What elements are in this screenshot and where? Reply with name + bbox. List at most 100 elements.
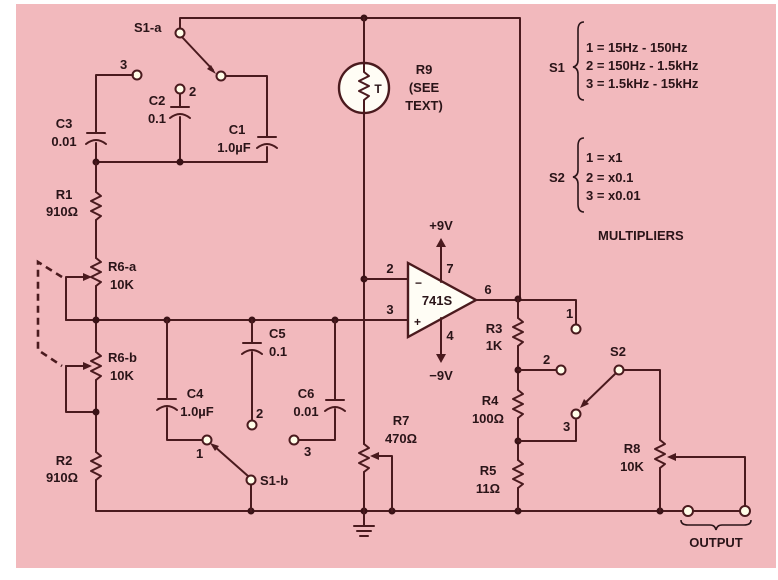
r8-value: 10K: [620, 459, 644, 474]
output-terminal-ground[interactable]: [682, 505, 694, 517]
r4-name: R4: [482, 393, 499, 408]
r1-value: 910Ω: [46, 204, 78, 219]
r4-value: 100Ω: [472, 411, 504, 426]
legend-s2-brace: [572, 137, 585, 213]
r9-note-1: (SEE: [409, 80, 440, 95]
potentiometer-r6b: R6-b 10K: [65, 350, 137, 413]
opamp-741s: − + 741S 2 3 6 7 4 +9V −9V: [386, 218, 491, 383]
c6-name: C6: [298, 386, 315, 401]
c5-name: C5: [269, 326, 286, 341]
legend-s1: S1 1 = 15Hz - 150Hz 2 = 150Hz - 1.5kHz 3…: [549, 21, 699, 101]
r2-value: 910Ω: [46, 470, 78, 485]
s1b-pos1-label: 1: [196, 446, 203, 461]
s1b-terminal-2: [246, 419, 258, 431]
c3-value: 0.01: [51, 134, 76, 149]
wire: [95, 74, 134, 134]
wire: [517, 419, 577, 442]
wire: [225, 75, 268, 138]
pin-7-label: 7: [446, 261, 453, 276]
output-terminal-signal[interactable]: [739, 505, 751, 517]
r6a-value: 10K: [110, 277, 134, 292]
c1-value: 1.0µF: [217, 140, 251, 155]
legend-s2-item-3: 3 = x0.01: [586, 188, 641, 203]
output-terminals: OUTPUT: [680, 505, 752, 550]
thermistor-t-symbol: T: [374, 82, 382, 96]
r9-name: R9: [416, 62, 433, 77]
s1b-label: S1-b: [260, 473, 288, 488]
legend-s2: S2 1 = x1 2 = x0.1 3 = x0.01 MULTIPLIERS: [549, 137, 684, 243]
opamp-plus-sign: +: [414, 315, 421, 329]
output-brace: [680, 519, 752, 531]
output-label: OUTPUT: [689, 535, 743, 550]
legend-s1-brace: [572, 21, 585, 101]
s2-pos2-label: 2: [543, 352, 550, 367]
c1-name: C1: [229, 122, 246, 137]
legend-s2-name: S2: [549, 170, 565, 185]
legend-s1-item-1: 1 = 15Hz - 150Hz: [586, 40, 688, 55]
vneg-label: −9V: [429, 368, 453, 383]
pin-6-label: 6: [484, 282, 491, 297]
s2-terminal-1: [570, 323, 582, 335]
s1a-terminal-2: [174, 83, 186, 95]
s1a-terminal-1: [215, 70, 227, 82]
legend-s1-name: S1: [549, 60, 565, 75]
switch-s1a: S1-a 3 2: [120, 20, 227, 99]
resistor-r1: R1 910Ω: [46, 187, 102, 221]
ground-icon: [353, 510, 375, 537]
top-wire: [179, 14, 521, 299]
r6b-value: 10K: [110, 368, 134, 383]
s2-terminal-2: [555, 364, 567, 376]
r5-name: R5: [480, 463, 497, 478]
s1a-common-terminal: [174, 27, 186, 39]
c2-value: 0.1: [148, 111, 166, 126]
r5-value: 11Ω: [476, 481, 500, 496]
opamp-minus-sign: −: [415, 276, 422, 290]
vpos-label: +9V: [429, 218, 453, 233]
c6-value: 0.01: [293, 404, 318, 419]
s2-terminal-3: [570, 408, 582, 420]
r7-name: R7: [393, 413, 410, 428]
s2-pos3-label: 3: [563, 419, 570, 434]
schematic-panel: [16, 4, 776, 568]
r2-name: R2: [56, 453, 73, 468]
s2-label: S2: [610, 344, 626, 359]
potentiometer-r8: R8 10K: [620, 439, 746, 512]
capacitor-c3: C3 0.01: [51, 116, 107, 149]
resistor-r4: R4 100Ω: [472, 389, 524, 426]
s1b-terminal-1: [201, 434, 213, 446]
capacitor-c4: C4 1.0µF: [156, 319, 214, 441]
c2-name: C2: [149, 93, 166, 108]
potentiometer-r6a: R6-a 10K: [65, 257, 137, 321]
capacitor-c5: C5 0.1: [241, 319, 287, 422]
pin-2-label: 2: [386, 261, 393, 276]
c4-name: C4: [187, 386, 204, 401]
r3-value: 1K: [486, 338, 503, 353]
r9-note-2: TEXT): [405, 98, 443, 113]
capacitor-c6: C6 0.01: [293, 319, 346, 441]
r6b-name: R6-b: [108, 350, 137, 365]
s2-common-terminal: [613, 364, 625, 376]
r3-name: R3: [486, 321, 503, 336]
thermistor-r9: T R9 (SEE TEXT): [337, 61, 443, 115]
pin-3-label: 3: [386, 302, 393, 317]
r6a-name: R6-a: [108, 259, 137, 274]
s2-pos1-label: 1: [566, 306, 573, 321]
legend-s2-item-1: 1 = x1: [586, 150, 623, 165]
r1-name: R1: [56, 187, 73, 202]
s1a-label: S1-a: [134, 20, 162, 35]
switch-s2: 1 2 3 S2: [543, 306, 661, 441]
opamp-name: 741S: [422, 293, 453, 308]
r8-name: R8: [624, 441, 641, 456]
s1b-pos2-label: 2: [256, 406, 263, 421]
bottom-wire: [95, 479, 745, 512]
capacitor-c2: C2 0.1: [148, 93, 191, 126]
resistor-r3: R3 1K: [486, 298, 524, 353]
legend-s1-item-2: 2 = 150Hz - 1.5kHz: [586, 58, 699, 73]
s1b-pos3-label: 3: [304, 444, 311, 459]
s1a-pos3-label: 3: [120, 57, 127, 72]
c3-name: C3: [56, 116, 73, 131]
switch-s1b: 1 2 3 S1-b: [196, 406, 311, 512]
legend-s1-item-3: 3 = 1.5kHz - 15kHz: [586, 76, 699, 91]
s1b-terminal-3: [288, 434, 300, 446]
